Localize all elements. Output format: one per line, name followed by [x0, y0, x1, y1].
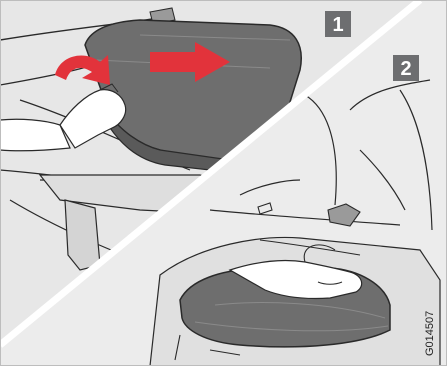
panel-1-number: 1 — [332, 14, 343, 36]
panel-1-badge: 1 — [325, 11, 351, 37]
panel-2-number: 2 — [400, 58, 411, 80]
figure-reference: G014507 — [424, 311, 436, 356]
panel-2-badge: 2 — [393, 55, 419, 81]
